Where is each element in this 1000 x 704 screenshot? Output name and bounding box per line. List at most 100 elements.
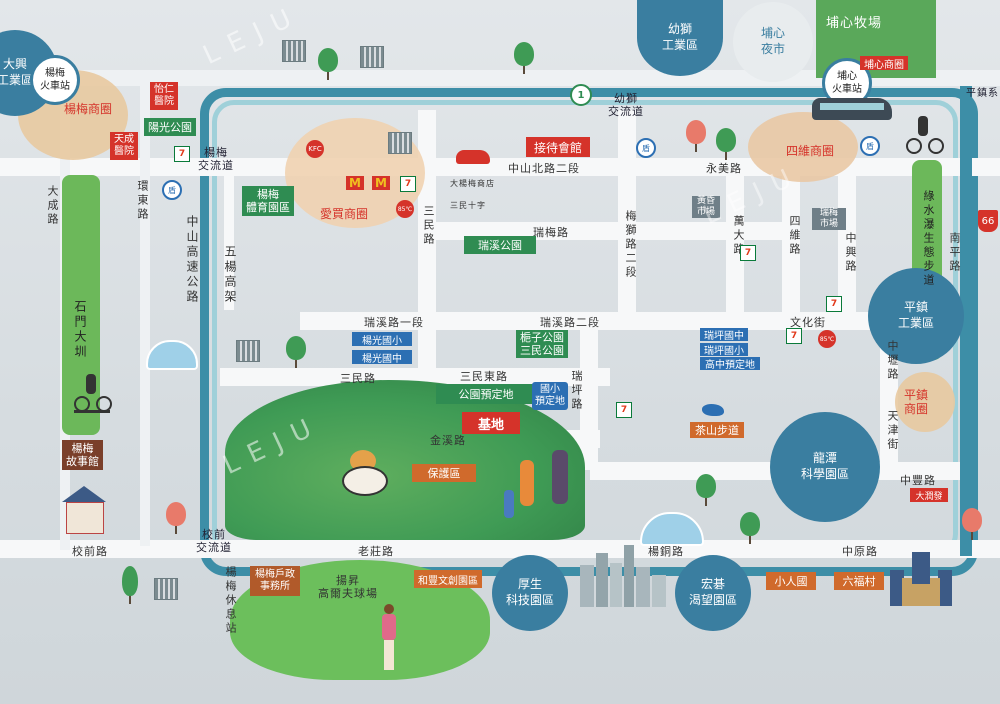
- label-yangguang-elem: 楊光國小: [352, 332, 412, 347]
- label-hefeng: 和豐文創園區: [414, 570, 482, 588]
- label-elem-reserved: 國小 預定地: [532, 382, 568, 410]
- road-wanda: [726, 160, 744, 320]
- label-baohu: 保護區: [412, 464, 476, 482]
- road-label-ruixi1: 瑞溪路一段: [364, 316, 424, 329]
- road-label-xiaoqian: 校前路: [72, 545, 108, 558]
- road-sanmin-v: [418, 110, 436, 440]
- golfer-figure: [378, 604, 400, 674]
- road-wuyang: [224, 160, 234, 310]
- label-ruixi-park: 瑞溪公園: [464, 236, 536, 254]
- tree-icon: [286, 336, 306, 368]
- label-yiren: 怡仁 醫院: [150, 82, 178, 110]
- label-yangmei-biz: 楊梅商圈: [64, 102, 113, 116]
- road-label-dacheng: 大成路: [46, 185, 59, 227]
- building-icon: [360, 46, 384, 68]
- family-figures: [500, 450, 580, 530]
- label-dadun: 大潤發: [910, 488, 948, 502]
- ic-yangmei: 楊梅 交流道: [198, 146, 234, 173]
- 85c-icon: 85℃: [396, 200, 414, 218]
- label-tiancheng: 天成 醫院: [110, 132, 138, 160]
- label-yangsheng: 揚昇 高爾夫球場: [318, 574, 378, 601]
- bush-icon: [146, 340, 198, 370]
- road-label-laozhuang: 老莊路: [358, 545, 394, 558]
- kfc-icon: KFC: [306, 140, 324, 158]
- road-label-zhongshan: 中山北路二段: [508, 162, 580, 175]
- housheng-label: 厚生 科技園區: [505, 577, 554, 607]
- castle-icon: [890, 552, 952, 606]
- label-base: 基地: [462, 412, 520, 434]
- label-lane-1: 大楊梅商店: [450, 179, 495, 188]
- tree-icon: [318, 48, 338, 80]
- circle-hongji: 宏碁 渴望園區: [675, 555, 751, 631]
- label-puxin-biz: 埔心商圈: [860, 56, 908, 71]
- road-ruiping: [580, 320, 598, 470]
- park-pingzhen-biz: [895, 372, 955, 432]
- tree-icon: [696, 474, 716, 506]
- label-ruiping-mid: 瑞坪國中: [700, 328, 748, 342]
- road-label-sanmin-v: 三民路: [422, 205, 435, 247]
- cyclist-figure: [74, 374, 112, 413]
- police-icon: 盾: [162, 180, 182, 200]
- circle-longtan: 龍潭 科學園區: [770, 412, 880, 522]
- tree-icon: [122, 566, 138, 604]
- label-ruiping-elem: 瑞坪國小: [700, 343, 748, 357]
- circle-pingzhen: 平鎮 工業區: [868, 268, 964, 364]
- road-sanmin: [220, 368, 610, 386]
- building-icon: [388, 132, 412, 154]
- label-pingzhen-biz: 平鎮 商圈: [904, 388, 929, 417]
- pingzhen-label: 平鎮 工業區: [897, 300, 934, 330]
- label-yangmei-rest: 楊梅休息站: [224, 566, 237, 636]
- road-label-jinxi: 金溪路: [430, 434, 466, 447]
- highway-1-shield: 1: [570, 84, 592, 106]
- road-nanping: [960, 86, 972, 556]
- base-label: 基地: [477, 417, 504, 433]
- label-meishi-mkt: 黃昏 市場: [692, 196, 720, 218]
- road-label-yongmei: 永美路: [706, 162, 742, 175]
- road-label-nanping: 南平路: [948, 232, 961, 274]
- station-yangmei-label: 楊梅 火車站: [40, 68, 70, 92]
- label-liufu: 六福村: [834, 572, 884, 590]
- road-label-wenhua: 文化街: [790, 316, 826, 329]
- bluebird-icon: [702, 404, 724, 416]
- road-label-wuyang: 五楊高架: [223, 245, 237, 305]
- road-meishi: [618, 110, 636, 320]
- police-icon: 盾: [636, 138, 656, 158]
- label-yangmei-gym: 楊梅 體育園區: [242, 186, 294, 216]
- label-yangmei-story: 楊梅 故事館: [62, 440, 103, 470]
- building-icon: [282, 40, 306, 62]
- road-siwei: [782, 160, 800, 320]
- label-chashan: 茶山步道: [690, 422, 744, 438]
- road-label-siwei: 四維路: [788, 215, 801, 257]
- label-public-land: 公園預定地: [436, 384, 536, 404]
- label-shimen: 石門大圳: [73, 300, 87, 360]
- road-ruimei: [420, 222, 800, 240]
- label-ruimei-mkt: 瑞梅 市場: [812, 208, 846, 230]
- cyclist-figure: [906, 116, 944, 154]
- story-house-icon: [62, 486, 106, 534]
- road-huandong: [140, 86, 150, 546]
- park-siwei-biz: [748, 112, 858, 182]
- youshi-label: 幼獅 工業區: [661, 22, 698, 52]
- tree-icon: [962, 508, 982, 540]
- police-icon: 盾: [860, 136, 880, 156]
- ic-xiaoqian: 校前 交流道: [196, 528, 232, 555]
- seven-eleven-icon: 7: [400, 176, 416, 192]
- 85c-icon: 85℃: [818, 330, 836, 348]
- seven-eleven-icon: 7: [740, 245, 756, 261]
- label-aimai-biz: 愛買商圈: [320, 207, 369, 221]
- label-yangmei-hh: 楊梅戶政 事務所: [250, 566, 300, 596]
- highway-66-label: 66: [981, 215, 995, 227]
- road-south-main: [0, 540, 1000, 558]
- ic-pingzhen: 平鎮系: [966, 88, 999, 99]
- label-lane-2: 三民十字: [450, 201, 486, 210]
- road-zhongshan-north: [0, 158, 1000, 176]
- road-label-yangtong: 楊銅路: [648, 545, 684, 558]
- car-icon: [456, 150, 490, 164]
- seven-eleven-icon: 7: [616, 402, 632, 418]
- road-label-sanmin: 三民路: [340, 372, 376, 385]
- label-yangguang-park: 陽光公園: [144, 118, 196, 136]
- hongji-label: 宏碁 渴望園區: [688, 577, 737, 607]
- road-label-tianjin: 天津街: [886, 410, 899, 452]
- circle-youshi: 幼獅 工業區: [637, 0, 723, 76]
- road-label-zhongshan-fwy: 中山高速公路: [185, 215, 199, 305]
